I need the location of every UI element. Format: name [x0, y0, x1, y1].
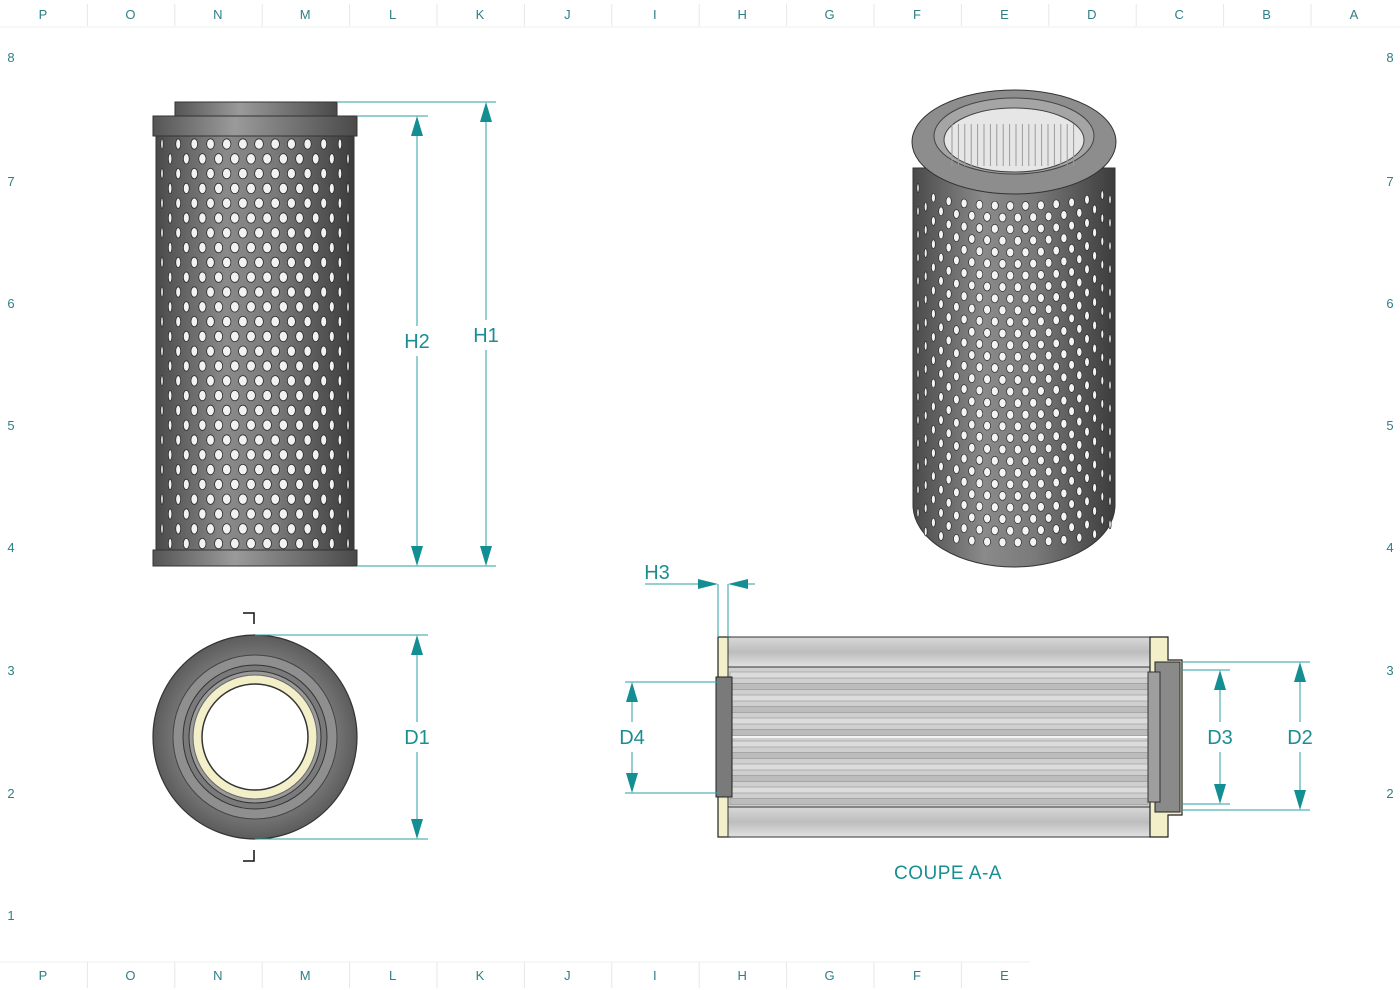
- h1-label: H1: [473, 325, 499, 347]
- grid-letter-top: L: [389, 7, 396, 22]
- grid-letter-top: A: [1350, 7, 1359, 22]
- dimension-d2: D2: [1182, 661, 1313, 811]
- grid-number-left: 1: [7, 908, 14, 923]
- h3-label: H3: [644, 562, 670, 584]
- d3-label: D3: [1207, 727, 1233, 749]
- grid-letter-bottom: I: [653, 968, 657, 983]
- grid-number-right: 8: [1386, 50, 1393, 65]
- grid-letter-bottom: O: [125, 968, 135, 983]
- iso-inner-pleats: [951, 124, 1075, 166]
- section-title: COUPE A-A: [894, 863, 1002, 884]
- grid-letter-bottom: E: [1000, 968, 1009, 983]
- section-outer-top: [727, 636, 1157, 668]
- dimension-d4: D4: [619, 681, 720, 794]
- grid-letter-bottom: K: [476, 968, 485, 983]
- front-view: [152, 101, 358, 567]
- grid-letter-top: J: [564, 7, 571, 22]
- grid-number-right: 6: [1386, 296, 1393, 311]
- isometric-view: [911, 89, 1117, 568]
- grid-letter-top: F: [913, 7, 921, 22]
- grid-number-left: 2: [7, 786, 14, 801]
- grid-letter-top: H: [738, 7, 747, 22]
- section-view: [715, 636, 1183, 838]
- grid-number-left: 3: [7, 663, 14, 678]
- grid-letter-bottom: G: [825, 968, 835, 983]
- grid-letter-top: B: [1262, 7, 1271, 22]
- dimension-h2: H2: [357, 115, 436, 567]
- grid-letter-top: E: [1000, 7, 1009, 22]
- grid-number-right: 4: [1386, 540, 1393, 555]
- grid-number-right: 3: [1386, 663, 1393, 678]
- d2-label: D2: [1287, 727, 1313, 749]
- d4-label: D4: [619, 727, 645, 749]
- grid-number-left: 7: [7, 174, 14, 189]
- dimension-h1: H1: [337, 101, 499, 567]
- iso-perforation-holes: [916, 183, 1112, 548]
- border-left-numbers: 8 7 6 5 4 3 2 1: [7, 50, 14, 923]
- grid-letter-top: C: [1175, 7, 1184, 22]
- grid-letter-bottom: L: [389, 968, 396, 983]
- grid-letter-bottom: J: [564, 968, 571, 983]
- center-bore: [201, 683, 309, 791]
- dimension-d1: D1: [255, 634, 430, 840]
- grid-letter-top: D: [1087, 7, 1096, 22]
- grid-letter-top: I: [653, 7, 657, 22]
- grid-letter-top: K: [476, 7, 485, 22]
- dimension-d3: D3: [1182, 669, 1233, 805]
- grid-letter-bottom: M: [300, 968, 311, 983]
- end-view: [152, 612, 358, 862]
- top-cap: [152, 115, 358, 137]
- grid-letter-top: G: [825, 7, 835, 22]
- section-mark-bottom: [243, 850, 255, 862]
- dimension-h3: H3: [644, 562, 755, 637]
- grid-number-left: 5: [7, 418, 14, 433]
- grid-letter-bottom: F: [913, 968, 921, 983]
- grid-number-left: 8: [7, 50, 14, 65]
- grid-number-left: 6: [7, 296, 14, 311]
- grid-letter-bottom: H: [738, 968, 747, 983]
- bottom-cap: [152, 549, 358, 567]
- grid-letter-top: O: [125, 7, 135, 22]
- grid-number-right: 2: [1386, 786, 1393, 801]
- grid-number-right: 5: [1386, 418, 1393, 433]
- grid-letter-bottom: N: [213, 968, 222, 983]
- grid-letter-top: M: [300, 7, 311, 22]
- grid-number-left: 4: [7, 540, 14, 555]
- perforation-holes: [160, 138, 350, 550]
- grid-letter-top: P: [39, 7, 48, 22]
- section-pleats: [728, 671, 1156, 805]
- section-mark-top: [243, 612, 255, 624]
- h2-label: H2: [404, 331, 430, 353]
- grid-number-right: 7: [1386, 174, 1393, 189]
- grid-letter-bottom: P: [39, 968, 48, 983]
- grid-letter-top: N: [213, 7, 222, 22]
- iso-opening: [943, 107, 1085, 173]
- border-right-numbers: 8 7 6 5 4 3 2: [1386, 50, 1393, 801]
- section-outer-bottom: [727, 806, 1157, 838]
- d1-label: D1: [404, 727, 430, 749]
